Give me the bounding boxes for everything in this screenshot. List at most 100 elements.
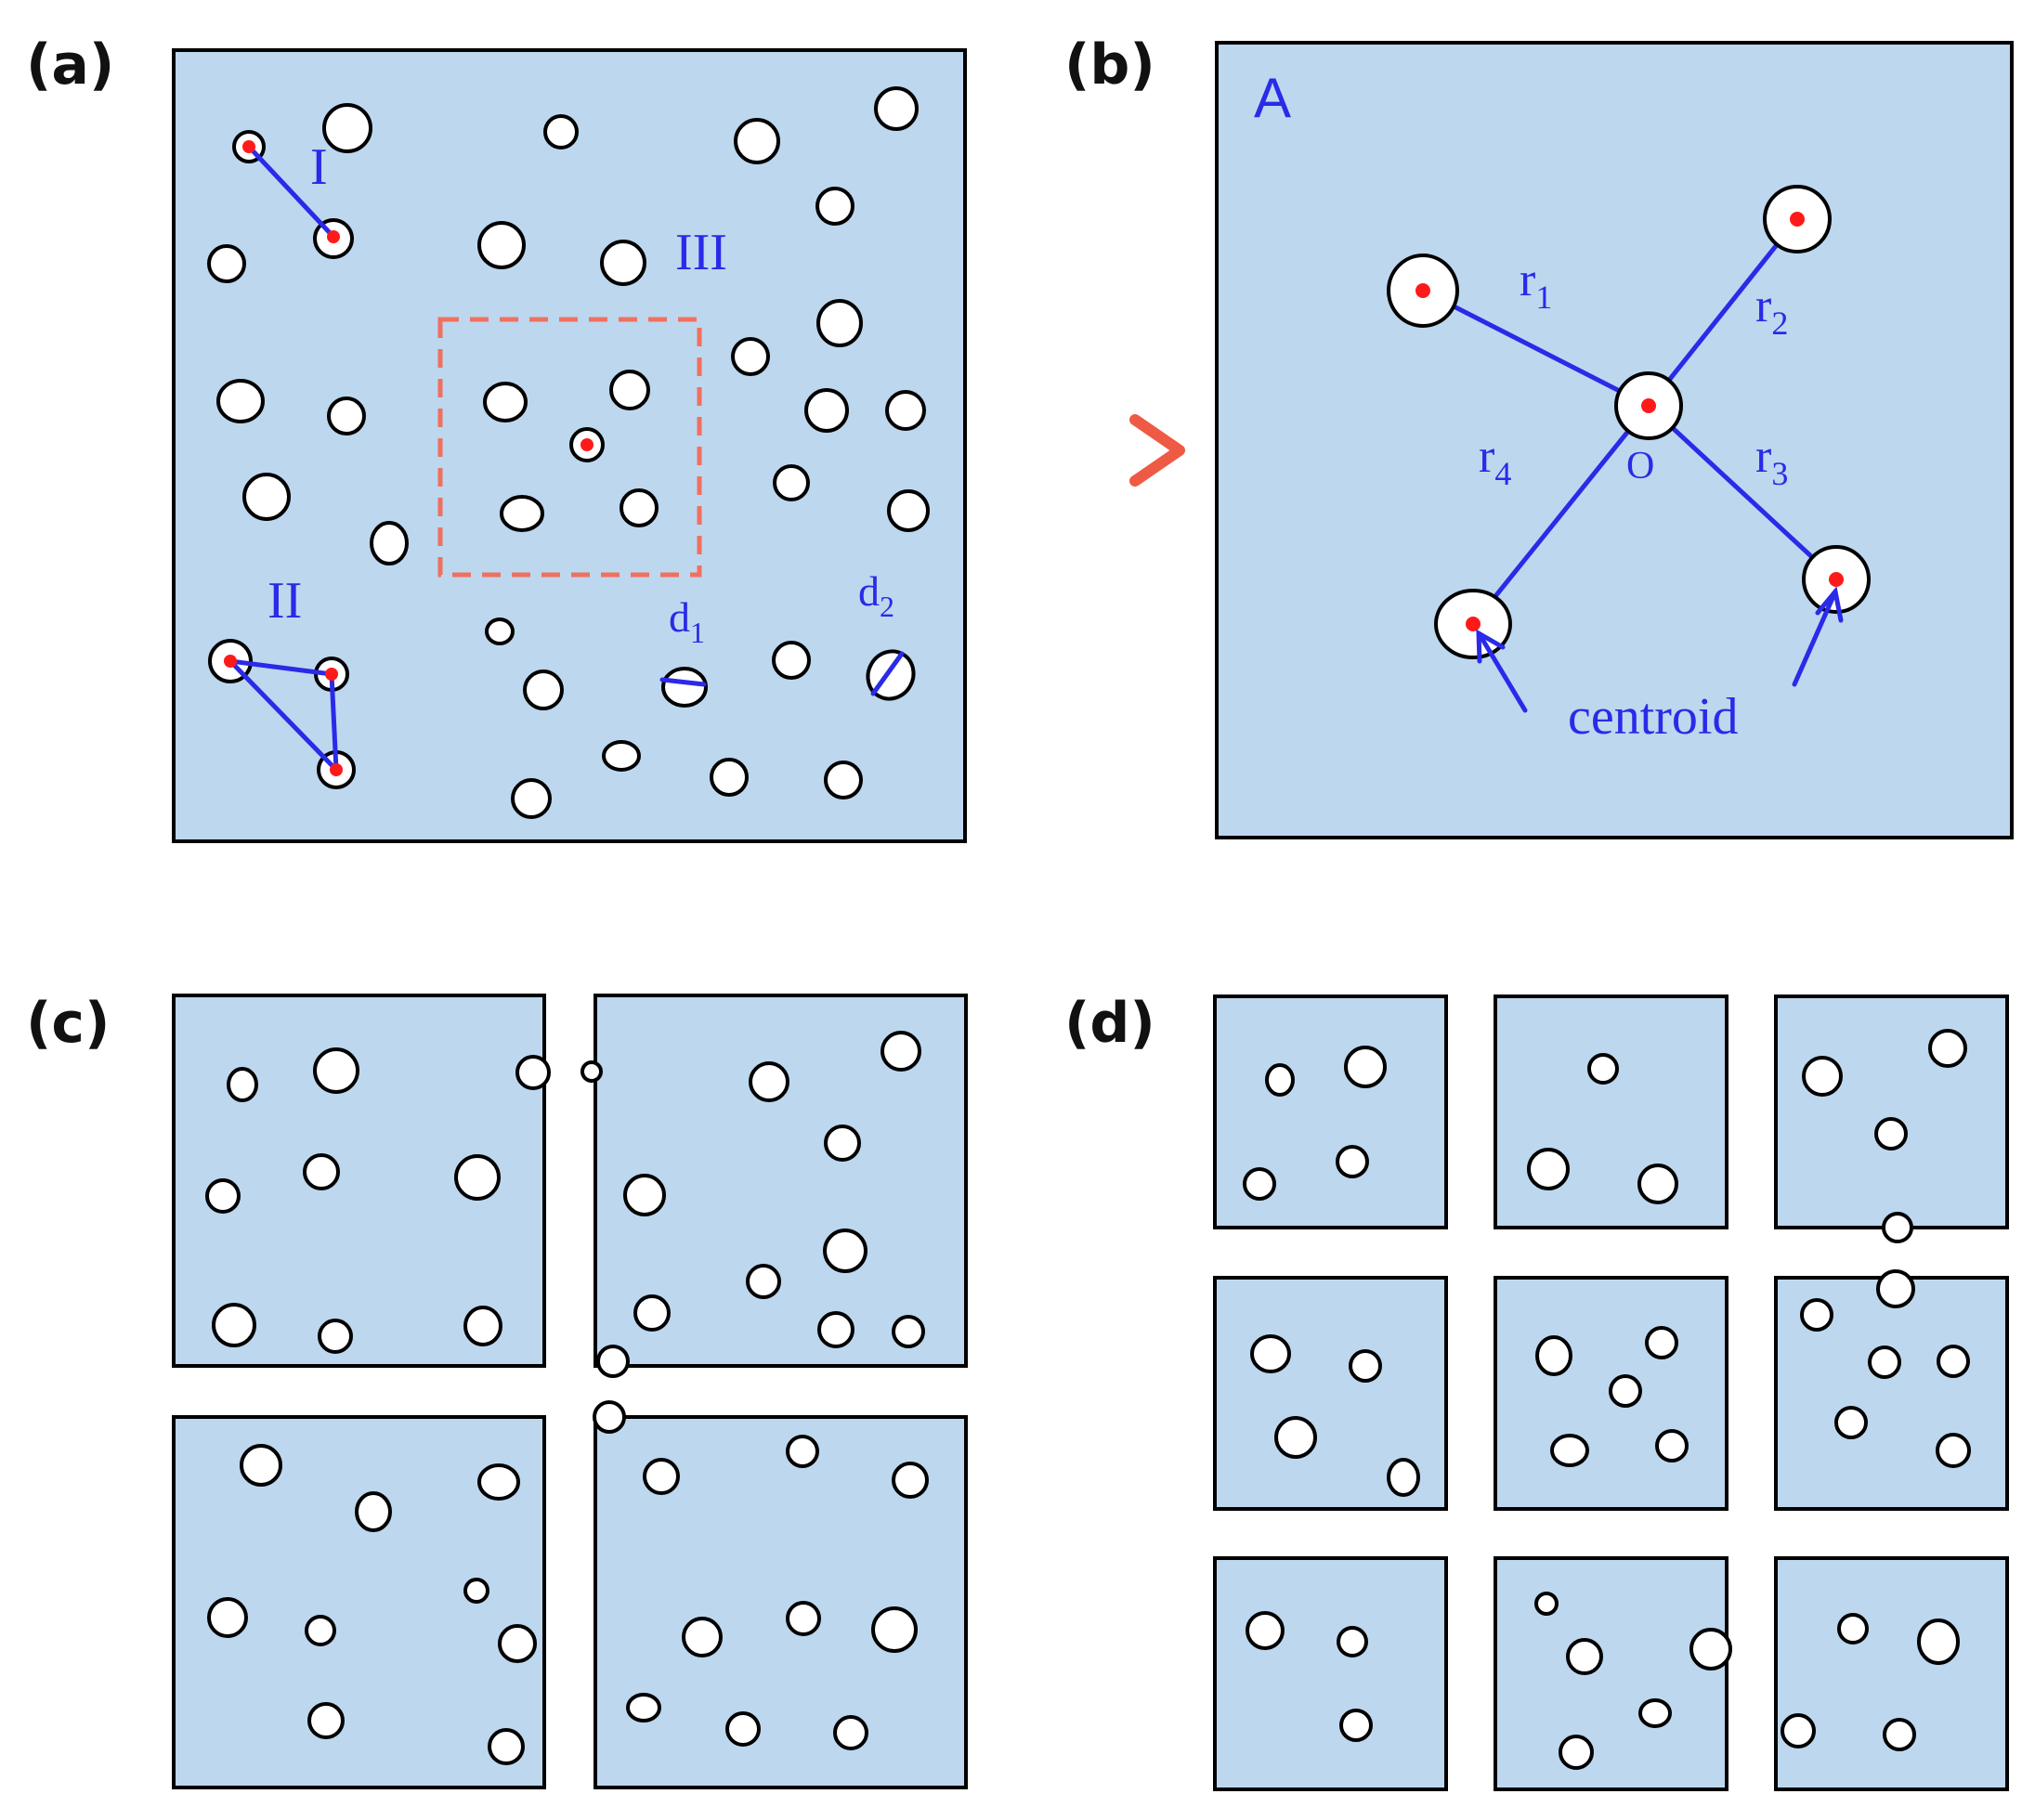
panel-label-d: (d) bbox=[1064, 991, 1155, 1056]
pore bbox=[313, 1047, 359, 1094]
pore bbox=[1337, 1626, 1368, 1658]
pore bbox=[1274, 1416, 1317, 1459]
pore bbox=[454, 1154, 501, 1201]
pore bbox=[1535, 1335, 1572, 1376]
pore bbox=[661, 667, 708, 708]
pore bbox=[602, 740, 641, 772]
pore bbox=[749, 1061, 789, 1102]
pore bbox=[596, 1345, 630, 1378]
pore bbox=[1246, 1611, 1285, 1650]
d1-label: d1 bbox=[669, 593, 705, 649]
pore bbox=[881, 1031, 921, 1072]
panel-d-tile-8 bbox=[1494, 1556, 1728, 1791]
pore bbox=[1645, 1326, 1678, 1359]
panel-d-tile-3 bbox=[1774, 994, 2009, 1229]
pore bbox=[824, 760, 863, 800]
panel-a: I II III d1 d2 bbox=[172, 48, 967, 843]
pore bbox=[463, 1578, 489, 1604]
pore bbox=[477, 1463, 520, 1501]
pore bbox=[511, 778, 552, 819]
panel-label-b: (b) bbox=[1064, 32, 1155, 98]
pore bbox=[1837, 1613, 1869, 1644]
r1-line bbox=[1420, 288, 1651, 409]
pore bbox=[1802, 1056, 1843, 1097]
pore bbox=[887, 489, 930, 532]
pore bbox=[523, 670, 564, 710]
pore bbox=[633, 1294, 671, 1332]
centroid-dot bbox=[242, 140, 255, 153]
area-label: A bbox=[1254, 67, 1291, 129]
pore bbox=[731, 337, 770, 376]
pore bbox=[772, 641, 811, 680]
region-ii-triangle bbox=[224, 657, 339, 776]
panel-label-c: (c) bbox=[26, 991, 110, 1056]
pore bbox=[746, 1264, 781, 1299]
panel-a-frame bbox=[172, 48, 967, 843]
pore bbox=[305, 1615, 336, 1646]
pore bbox=[1800, 1298, 1833, 1332]
pore bbox=[1265, 1063, 1295, 1097]
pore bbox=[580, 1060, 603, 1083]
region-ii-label: II bbox=[267, 572, 302, 630]
pore bbox=[242, 473, 291, 521]
pore bbox=[623, 1174, 666, 1216]
panel-c bbox=[172, 994, 968, 1789]
pore bbox=[1387, 1458, 1420, 1497]
pore bbox=[682, 1617, 723, 1658]
panel-b: A r1 r2 r3 r4 O centroid bbox=[1215, 41, 2014, 839]
r3-line bbox=[1646, 403, 1839, 582]
pore bbox=[620, 488, 659, 527]
pore bbox=[1874, 1117, 1908, 1150]
pore bbox=[1336, 1145, 1369, 1178]
pore bbox=[1344, 1046, 1387, 1088]
r3-label: r3 bbox=[1755, 430, 1788, 492]
centroid-label: centroid bbox=[1568, 688, 1738, 746]
pore bbox=[1250, 1334, 1291, 1373]
pore bbox=[626, 1693, 661, 1722]
r2-label: r2 bbox=[1755, 280, 1788, 342]
centroid-dot bbox=[580, 438, 594, 451]
pore bbox=[216, 379, 265, 423]
pore bbox=[734, 118, 780, 164]
zoom-arrow bbox=[985, 414, 1185, 487]
diameter-d2-line bbox=[870, 651, 905, 696]
pore bbox=[463, 1306, 502, 1346]
pore bbox=[1609, 1374, 1642, 1408]
centroid-dot bbox=[1790, 212, 1805, 227]
centroid-dot bbox=[330, 763, 343, 776]
pore bbox=[643, 1458, 680, 1495]
r4-label: r4 bbox=[1479, 430, 1511, 492]
panel-d-tile-2 bbox=[1494, 994, 1728, 1229]
pore bbox=[816, 299, 863, 347]
pore bbox=[786, 1601, 821, 1636]
pore bbox=[227, 1067, 258, 1102]
pore bbox=[725, 1711, 761, 1747]
panel-d-tile-7 bbox=[1213, 1556, 1448, 1791]
pore bbox=[1243, 1167, 1276, 1201]
pore bbox=[609, 370, 650, 410]
pore bbox=[1882, 1212, 1913, 1243]
pore bbox=[1883, 1718, 1916, 1751]
pore bbox=[600, 240, 646, 286]
pore bbox=[1637, 1164, 1678, 1204]
pore bbox=[885, 390, 926, 431]
selection-box bbox=[437, 317, 702, 578]
region-i-link bbox=[246, 144, 336, 240]
panel-c-pores bbox=[205, 1031, 929, 1765]
pore bbox=[1638, 1698, 1672, 1728]
pore bbox=[370, 521, 409, 566]
centroid-dot bbox=[325, 668, 338, 681]
pore bbox=[593, 1400, 626, 1434]
pore bbox=[871, 1606, 918, 1653]
pore bbox=[307, 1702, 345, 1739]
pore bbox=[488, 1728, 525, 1765]
pore bbox=[355, 1491, 392, 1532]
pore bbox=[477, 221, 526, 269]
pore bbox=[1587, 1053, 1619, 1085]
pore bbox=[1534, 1592, 1559, 1616]
r1-label: r1 bbox=[1520, 254, 1552, 316]
pore bbox=[318, 1319, 353, 1354]
centroid-dot bbox=[327, 230, 340, 243]
panel-label-a: (a) bbox=[26, 32, 114, 98]
pore bbox=[823, 1228, 867, 1273]
